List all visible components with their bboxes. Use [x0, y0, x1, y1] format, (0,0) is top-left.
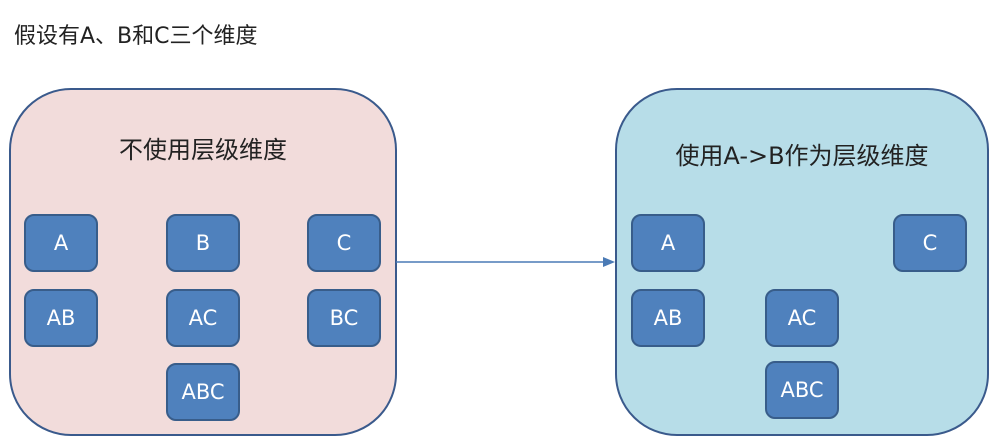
right-node-abc: ABC	[765, 361, 839, 419]
no-hierarchy-panel: 不使用层级维度 A B C AB AC BC ABC	[9, 88, 397, 436]
transition-arrow	[396, 257, 615, 267]
left-node-ac: AC	[166, 289, 240, 347]
left-node-ab: AB	[24, 289, 98, 347]
left-node-b: B	[166, 214, 240, 272]
no-hierarchy-panel-title: 不使用层级维度	[119, 136, 287, 164]
left-node-a: A	[24, 214, 98, 272]
right-node-c: C	[893, 214, 967, 272]
right-node-ab: AB	[631, 289, 705, 347]
right-node-a: A	[631, 214, 705, 272]
diagram-heading: 假设有A、B和C三个维度	[14, 24, 258, 49]
left-node-c: C	[307, 214, 381, 272]
left-node-abc: ABC	[166, 363, 240, 421]
hierarchy-panel-title: 使用A->B作为层级维度	[675, 142, 929, 170]
right-node-ac: AC	[765, 289, 839, 347]
hierarchy-panel: 使用A->B作为层级维度 A C AB AC ABC	[615, 88, 989, 436]
left-node-bc: BC	[307, 289, 381, 347]
